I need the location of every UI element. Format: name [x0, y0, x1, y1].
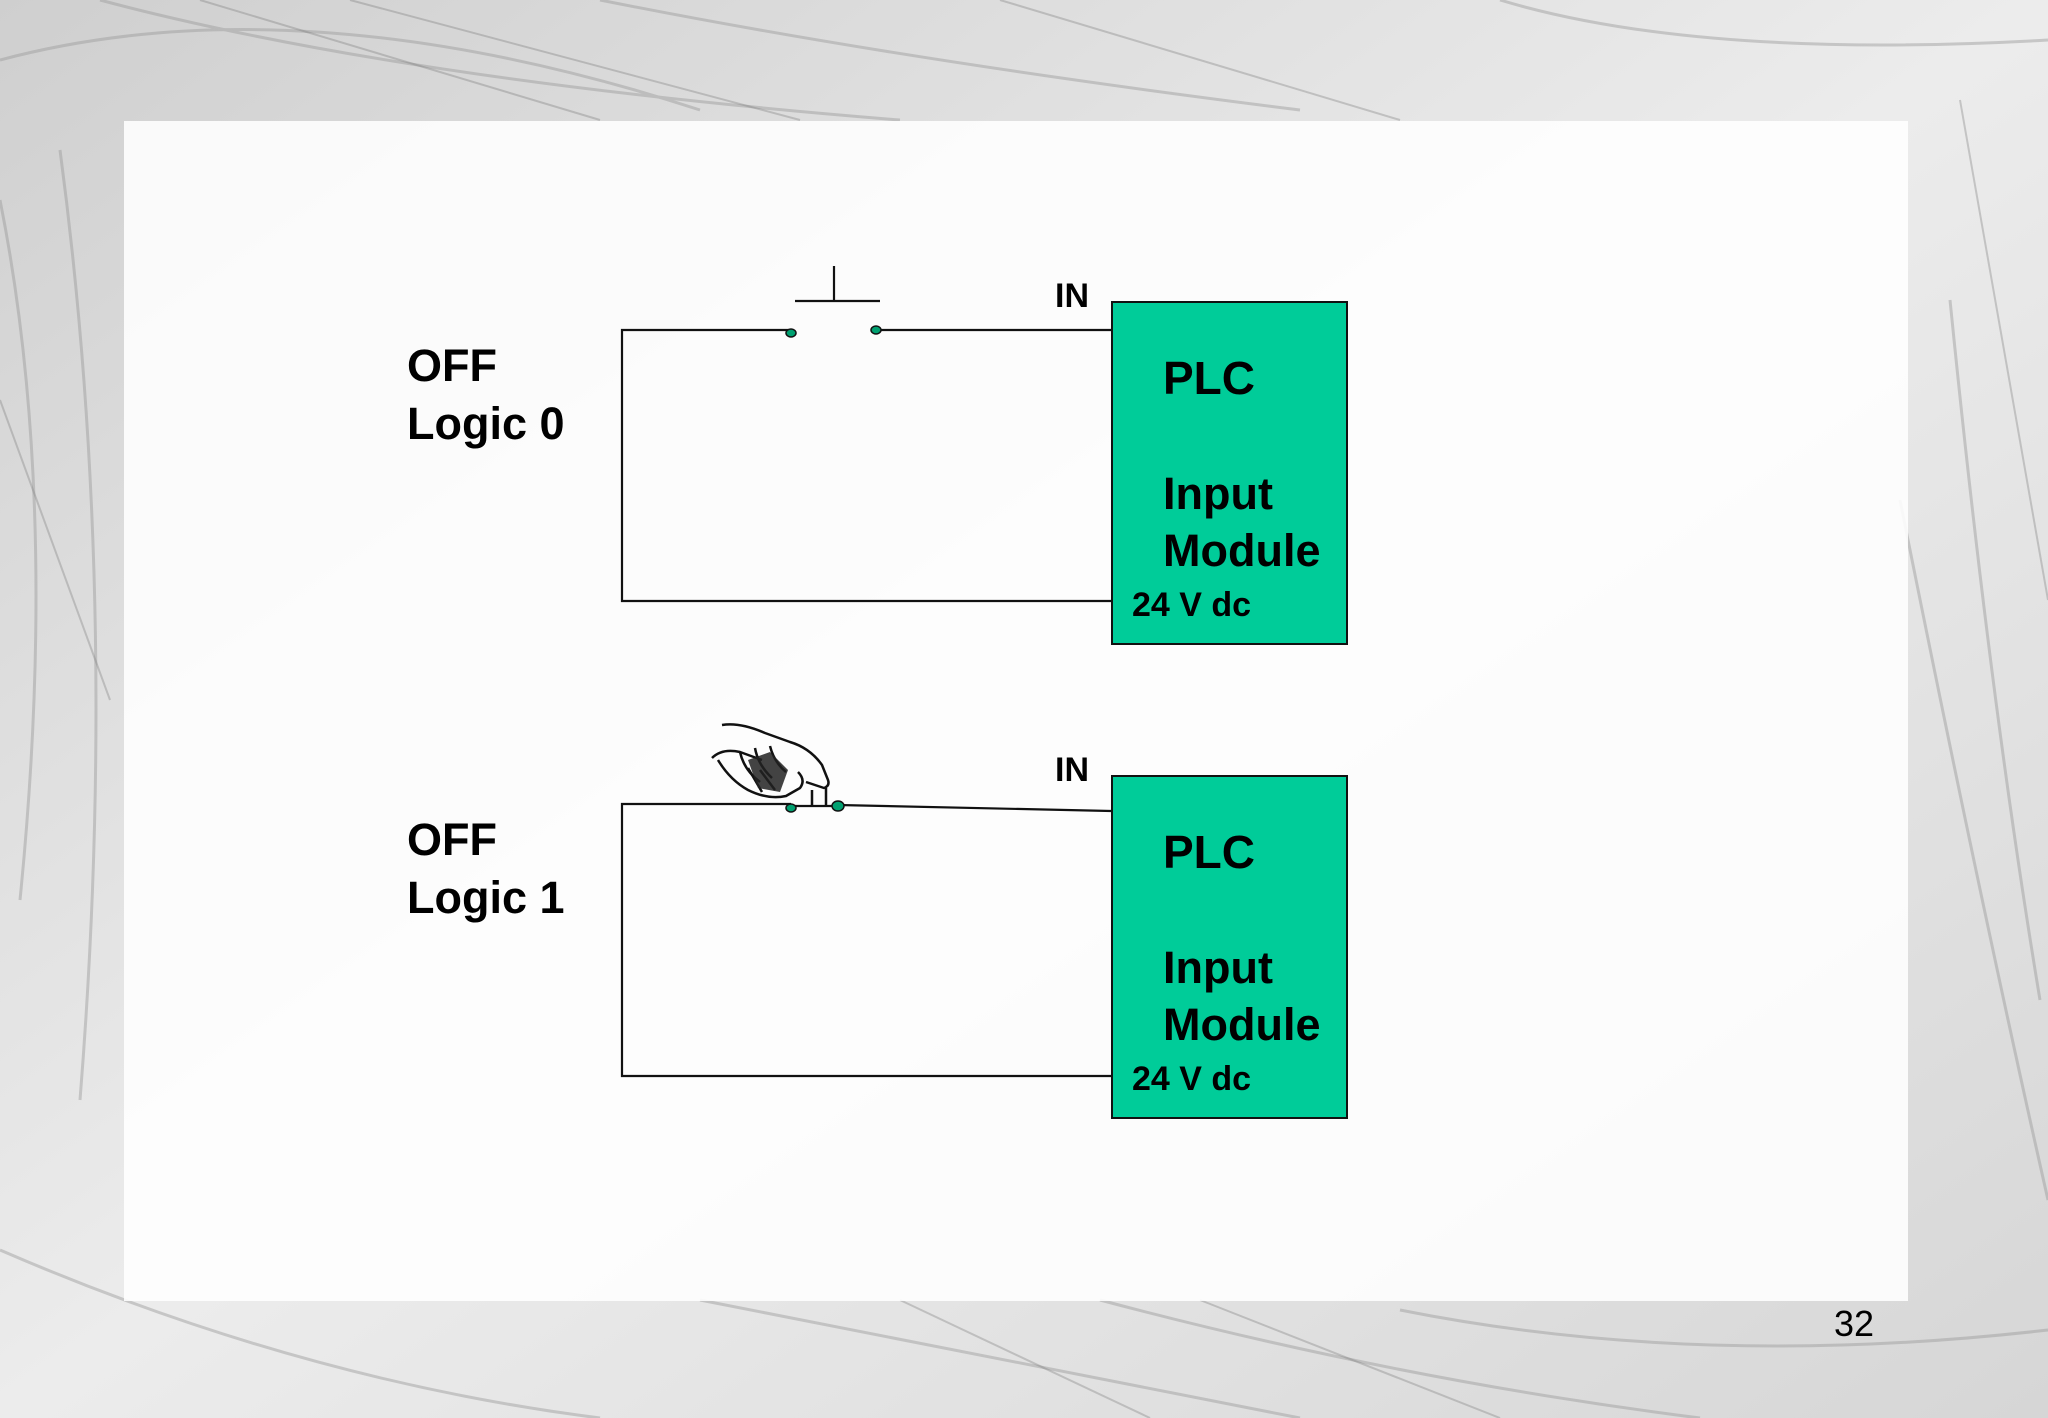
slide-number: 32 [1834, 1303, 1875, 1344]
circuit-2-logic: Logic 1 [407, 872, 565, 923]
circuit-2-plc-title: PLC [1163, 826, 1255, 878]
pushbutton-icon [795, 266, 880, 303]
circuit-1-logic: Logic 0 [407, 398, 565, 449]
circuit-2-in-wire [837, 803, 1112, 813]
circuit-2-terminal-right [831, 800, 845, 812]
circuit-1-terminal-left [785, 328, 797, 338]
circuit-2-plc-input-module: PLC Input Module 24 V dc [1111, 775, 1348, 1119]
circuit-2-state: OFF [407, 814, 497, 865]
circuit-2-in-label: IN [1055, 751, 1089, 789]
circuit-2-module-line1: Input [1163, 942, 1273, 993]
circuit-2-module-label: Input Module [1163, 939, 1320, 1053]
circuit-1-loop-wire [620, 328, 1111, 603]
circuit-2-module-line2: Module [1163, 999, 1321, 1050]
circuit-2-terminal-left [785, 803, 797, 813]
circuit-2-loop-wire [620, 802, 1111, 1078]
circuit-1-module-label: Input Module [1163, 465, 1320, 579]
circuit-1-in-label: IN [1055, 277, 1089, 315]
circuit-1-terminal-right [870, 325, 882, 335]
circuit-1-voltage: 24 V dc [1132, 586, 1252, 624]
circuit-2-voltage: 24 V dc [1132, 1060, 1252, 1098]
circuit-1-state: OFF [407, 340, 497, 391]
slide-panel [124, 121, 1908, 1301]
circuit-1-plc-input-module: PLC Input Module 24 V dc [1111, 301, 1348, 645]
circuit-1-module-line1: Input [1163, 468, 1273, 519]
circuit-1-module-line2: Module [1163, 525, 1321, 576]
circuit-1-state-label: OFF Logic 0 [407, 337, 565, 453]
circuit-1-plc-title: PLC [1163, 352, 1255, 404]
circuit-2-state-label: OFF Logic 1 [407, 811, 565, 927]
